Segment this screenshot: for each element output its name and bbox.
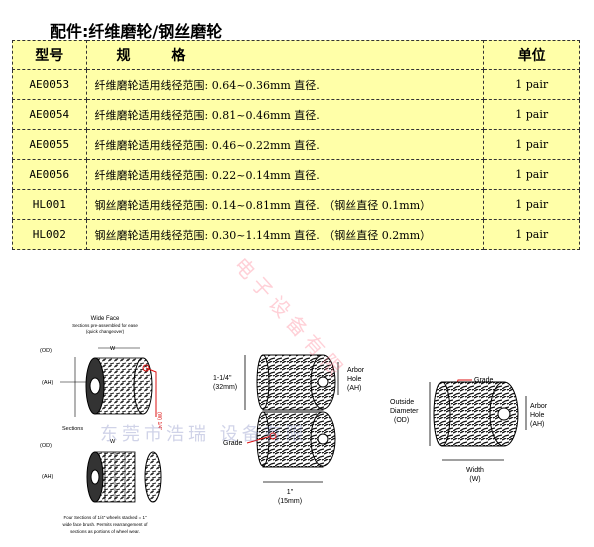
wide-face-label: Wide Face: [91, 316, 120, 322]
page-title: 配件:纤维磨轮/钢丝磨轮: [50, 22, 223, 41]
od-label: (OD): [40, 348, 52, 354]
diameter-label: Diameter: [390, 408, 419, 415]
height-mm-label: (32mm): [213, 384, 237, 391]
side-width-label: (W) 1/4": [156, 412, 162, 430]
table-row: AE0053 纤维磨轮适用线径范围: 0.64~0.36mm 直径. 1 pai…: [12, 69, 580, 100]
header-spec: 规 格: [85, 40, 485, 70]
cell-spec: 纤维磨轮适用线径范围: 0.22~0.14mm 直径.: [85, 159, 485, 190]
w-label-fig3: (W): [469, 476, 480, 483]
cell-unit: 1 pair: [483, 219, 580, 250]
width-mm-label-fig2: (15mm): [278, 498, 302, 505]
single-wheel: [433, 381, 519, 447]
caption-line-1: Four Sections of 1/4" wheels stacked = 1…: [63, 515, 147, 520]
table-row: HL002 钢丝磨轮适用线径范围: 0.30~1.14mm 直径. （钢丝直径 …: [12, 219, 580, 250]
cell-unit: 1 pair: [483, 159, 580, 190]
cell-model: AE0056: [12, 159, 87, 190]
cell-spec: 纤维磨轮适用线径范围: 0.81~0.46mm 直径.: [85, 99, 485, 130]
ah-label-fig2: (AH): [347, 385, 361, 392]
cell-model: AE0055: [12, 129, 87, 160]
cell-unit: 1 pair: [483, 99, 580, 130]
wide-face-sub2: (quick changeover): [86, 329, 125, 334]
cell-spec: 纤维磨轮适用线径范围: 0.64~0.36mm 直径.: [85, 69, 485, 100]
upper-wheel: [256, 354, 336, 411]
grade-label-fig3: Grade: [474, 377, 494, 384]
arbor-label: Arbor: [347, 367, 365, 374]
w-label-2: W: [110, 439, 116, 445]
lower-wheel: [256, 411, 336, 468]
header-model: 型号: [12, 40, 87, 70]
table-row: AE0054 纤维磨轮适用线径范围: 0.81~0.46mm 直径. 1 pai…: [12, 99, 580, 130]
wide-face-sections-figure: Wide Face Sections pre-assembled for eas…: [40, 316, 162, 534]
wide-face-sub1: Sections pre-assembled for ease: [72, 323, 138, 328]
stacked-wheels-figure: 1-1/4" (32mm) Arbor Hole (AH) Grade 1" (…: [213, 354, 365, 505]
table-header-row: 型号 规 格 单位: [12, 40, 580, 70]
cell-spec: 纤维磨轮适用线径范围: 0.46~0.22mm 直径.: [85, 129, 485, 160]
height-label: 1-1/4": [213, 375, 232, 382]
width-label-fig3: Width: [466, 467, 484, 474]
grade-label-fig2: Grade: [223, 440, 243, 447]
table-row: HL001 钢丝磨轮适用线径范围: 0.14~0.81mm 直径. （钢丝直径 …: [12, 189, 580, 220]
caption-line-2: wide face brush. Permits rearrangement o…: [62, 522, 148, 527]
cell-unit: 1 pair: [483, 129, 580, 160]
cell-model: HL002: [12, 219, 87, 250]
ah-label-2: (AH): [42, 474, 53, 480]
hole-label-fig3: Hole: [530, 412, 545, 419]
cell-model: HL001: [12, 189, 87, 220]
hole-label: Hole: [347, 376, 362, 383]
cell-unit: 1 pair: [483, 189, 580, 220]
cell-spec: 钢丝磨轮适用线径范围: 0.14~0.81mm 直径. （钢丝直径 0.1mm）: [85, 189, 485, 220]
single-wheel-figure: Grade Outside Diameter (OD) Arbor Hole (…: [390, 377, 548, 483]
table-row: AE0056 纤维磨轮适用线径范围: 0.22~0.14mm 直径. 1 pai…: [12, 159, 580, 190]
table-row: AE0055 纤维磨轮适用线径范围: 0.46~0.22mm 直径. 1 pai…: [12, 129, 580, 160]
ah-label-fig3: (AH): [530, 421, 544, 428]
cell-spec: 钢丝磨轮适用线径范围: 0.30~1.14mm 直径. （钢丝直径 0.2mm）: [85, 219, 485, 250]
ah-label: (AH): [42, 380, 53, 386]
header-unit: 单位: [483, 40, 580, 70]
wide-face-wheel: [85, 357, 153, 415]
od-label-fig3: (OD): [394, 417, 409, 424]
od-label-2: (OD): [40, 443, 52, 449]
cell-model: AE0054: [12, 99, 87, 130]
caption-line-3: sections as portions of wheel wear.: [70, 529, 140, 534]
outside-label: Outside: [390, 399, 414, 406]
w-label: W: [110, 346, 116, 352]
cell-model: AE0053: [12, 69, 87, 100]
spec-table: 型号 规 格 单位 AE0053 纤维磨轮适用线径范围: 0.64~0.36mm…: [12, 40, 580, 250]
cell-unit: 1 pair: [483, 69, 580, 100]
sections-wheel: [86, 451, 162, 503]
arbor-label-fig3: Arbor: [530, 403, 548, 410]
width-label-fig2: 1": [287, 489, 294, 496]
sections-label: Sections: [62, 426, 83, 432]
